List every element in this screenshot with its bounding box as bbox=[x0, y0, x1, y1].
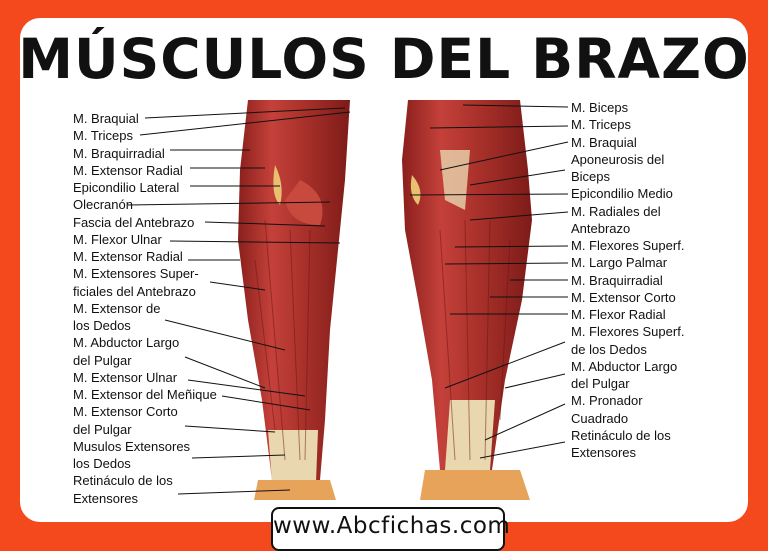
label: del Pulgar bbox=[571, 376, 630, 391]
label: M. Abductor Largo bbox=[73, 335, 180, 351]
anterior-arm-illustration bbox=[402, 100, 532, 500]
label: Musulos Extensores bbox=[73, 438, 191, 454]
label: Antebrazo bbox=[571, 220, 631, 236]
posterior-arm-illustration bbox=[238, 100, 350, 500]
label: del Pulgar bbox=[73, 352, 132, 368]
label: Extensores bbox=[571, 445, 637, 460]
label: M. Extensor Radial bbox=[73, 249, 183, 264]
label: del Pulgar bbox=[73, 421, 132, 437]
label: Retináculo de los bbox=[571, 427, 671, 443]
label: M. Abductor Largo bbox=[571, 358, 678, 374]
label: Epicondilio Medio bbox=[571, 186, 673, 202]
website-link[interactable]: www.Abcfichas.com bbox=[271, 507, 510, 551]
label: M. Pronador bbox=[571, 393, 643, 409]
label: Olecranón bbox=[73, 197, 133, 213]
label: los Dedos bbox=[73, 318, 131, 333]
label: Extensores bbox=[73, 490, 139, 506]
label: M. Braquirradial bbox=[73, 145, 165, 161]
label: M. Triceps bbox=[73, 128, 133, 144]
label: M. Extensor Radial bbox=[73, 162, 183, 178]
label: M. Flexor Ulnar bbox=[73, 231, 162, 247]
left-leader-lines bbox=[127, 107, 351, 495]
label: M. Triceps bbox=[571, 117, 631, 133]
label: M. Extensores Super- bbox=[73, 266, 199, 282]
label: M. Extensor Ulnar bbox=[73, 369, 178, 385]
label: M. Radiales del bbox=[571, 203, 661, 219]
label: de los Dedos bbox=[571, 341, 647, 357]
label: M. Extensor Corto bbox=[73, 404, 178, 420]
label: Epicondilio Lateral bbox=[73, 180, 180, 195]
label: Aponeurosis del bbox=[571, 151, 665, 167]
label: Cuadrado bbox=[571, 410, 629, 426]
label: M. Braquirradial bbox=[571, 272, 663, 288]
page-title: MÚSCULOS DEL BRAZO bbox=[18, 27, 750, 91]
content-card bbox=[20, 18, 748, 522]
label: Fascia del Antebrazo bbox=[73, 214, 195, 230]
label: los Dedos bbox=[73, 456, 131, 471]
label: M. Flexores Superf. bbox=[571, 324, 685, 340]
label: Biceps bbox=[571, 169, 611, 184]
label: ficiales del Antebrazo bbox=[73, 283, 196, 299]
label: Retináculo de los bbox=[73, 473, 173, 489]
label: M. Braquial bbox=[571, 134, 637, 150]
label: M. Flexores Superf. bbox=[571, 238, 685, 253]
label: M. Extensor de bbox=[73, 300, 161, 316]
posterior-muscle-labels: M. Braquial M. Triceps M. Braquirradial … bbox=[73, 110, 217, 507]
label: M. Extensor Corto bbox=[571, 289, 676, 305]
right-leader-lines bbox=[409, 104, 569, 459]
anterior-muscle-labels: M. Biceps M. Triceps M. Braquial Aponeur… bbox=[571, 99, 684, 461]
label: M. Flexor Radial bbox=[571, 307, 666, 322]
label: M. Braquial bbox=[73, 111, 139, 126]
label: M. Largo Palmar bbox=[571, 255, 668, 271]
label: M. Extensor del Meñique bbox=[73, 387, 217, 402]
label: M. Biceps bbox=[571, 100, 629, 115]
